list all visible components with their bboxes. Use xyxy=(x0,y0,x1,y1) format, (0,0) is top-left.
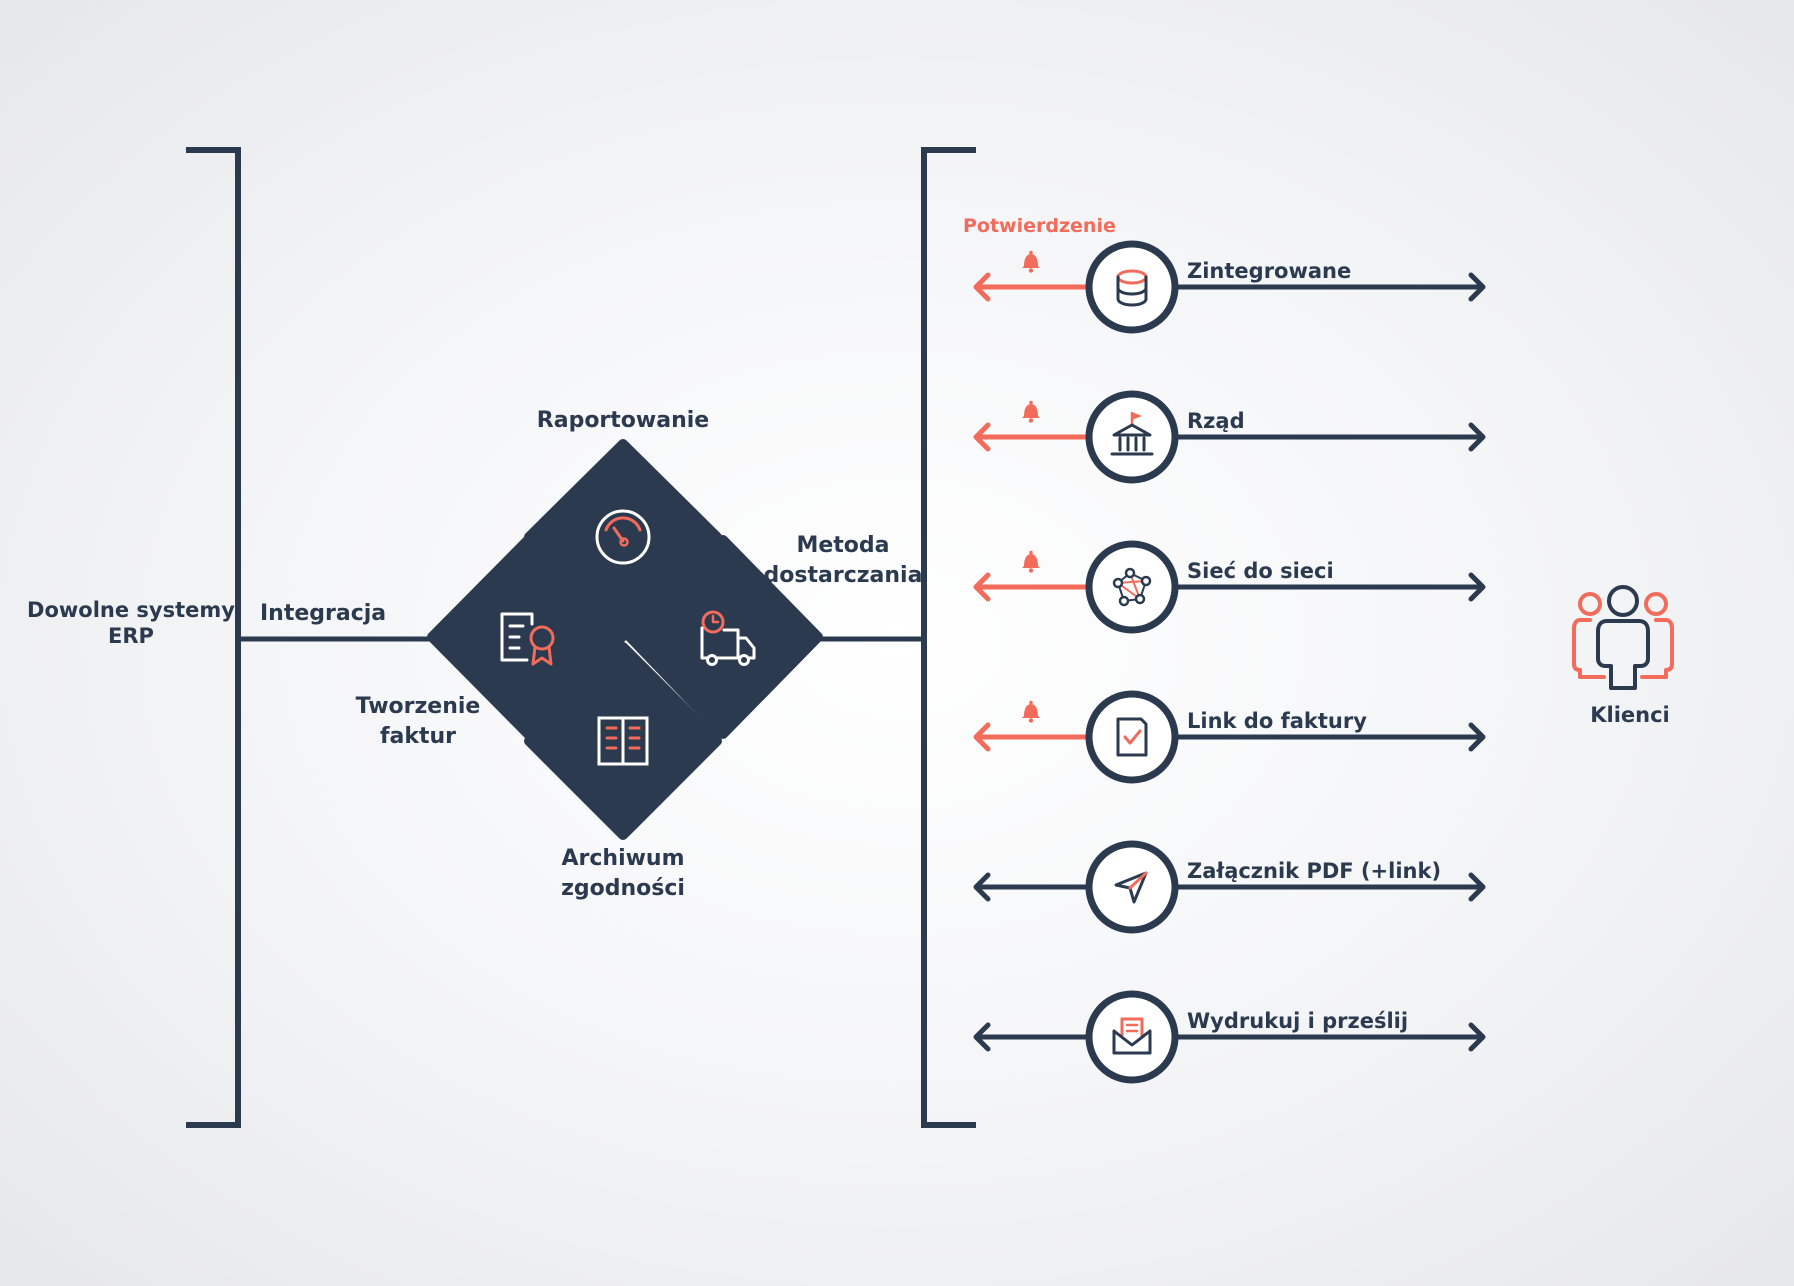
delivery-label-line2: dostarczania xyxy=(764,563,923,588)
arrow-right-icon xyxy=(1468,1022,1486,1052)
arrow-right-icon xyxy=(1468,722,1486,752)
archive-label-line1: Archiwum xyxy=(561,846,684,871)
network-icon xyxy=(1112,567,1152,607)
delivery-method-label: Załącznik PDF (+link) xyxy=(1187,859,1441,883)
delivery-method-row: Rząd xyxy=(973,390,1486,484)
delivery-method-node xyxy=(1085,840,1179,934)
delivery-method-label: Rząd xyxy=(1187,409,1245,433)
compliance-archive-diamond xyxy=(524,642,722,840)
arrow-right-icon xyxy=(1468,272,1486,302)
erp-label-line2: ERP xyxy=(108,624,154,648)
delivery-method-row: Wydrukuj i prześlij xyxy=(973,990,1486,1084)
delivery-method-node xyxy=(1085,540,1179,634)
delivery-truck-icon xyxy=(700,610,756,666)
arrow-left-icon xyxy=(973,722,991,752)
invoice-check-icon xyxy=(1116,717,1148,757)
delivery-method-label: Sieć do sieci xyxy=(1187,559,1334,583)
bell-icon xyxy=(1022,400,1040,423)
erp-label-line1: Dowolne systemy xyxy=(27,598,235,622)
integration-label: Integracja xyxy=(260,601,386,626)
confirmation-label: Potwierdzenie xyxy=(963,215,1116,237)
delivery-method-label: Zintegrowane xyxy=(1187,259,1351,283)
arrow-right-icon xyxy=(1468,572,1486,602)
database-icon xyxy=(1116,269,1148,307)
invoice-creation-label-line1: Tworzenie xyxy=(356,694,481,719)
arrow-left-icon xyxy=(973,422,991,452)
bell-icon xyxy=(1022,550,1040,573)
delivery-method-row: Zintegrowane xyxy=(973,240,1486,334)
delivery-method-diamond xyxy=(625,535,823,739)
arrow-left-icon xyxy=(973,272,991,302)
delivery-method-node xyxy=(1085,690,1179,784)
delivery-method-label: Wydrukuj i prześlij xyxy=(1187,1009,1408,1033)
arrow-left-icon xyxy=(973,872,991,902)
arrow-left-icon xyxy=(973,1022,991,1052)
delivery-method-row: Załącznik PDF (+link) xyxy=(973,840,1486,934)
delivery-label-line1: Metoda xyxy=(796,533,889,558)
invoice-creation-label-line2: faktur xyxy=(380,724,456,749)
arrow-right-icon xyxy=(1468,872,1486,902)
delivery-method-node xyxy=(1085,240,1179,334)
people-group-icon xyxy=(1572,585,1674,690)
speedometer-icon xyxy=(595,509,651,565)
delivery-method-row: Link do faktury xyxy=(973,690,1486,784)
delivery-method-label: Link do faktury xyxy=(1187,709,1367,733)
arrow-left-icon xyxy=(973,572,991,602)
government-building-icon xyxy=(1110,411,1154,456)
delivery-method-row: Sieć do sieci xyxy=(973,540,1486,634)
delivery-method-node xyxy=(1085,990,1179,1084)
archive-book-icon xyxy=(597,716,649,766)
bell-icon xyxy=(1022,250,1040,273)
left-bracket xyxy=(186,147,241,1128)
reporting-label: Raportowanie xyxy=(537,408,709,433)
right-bracket xyxy=(921,147,976,1128)
delivery-method-node xyxy=(1085,390,1179,484)
invoice-creation-diamond xyxy=(427,535,627,739)
bell-icon xyxy=(1022,700,1040,723)
arrow-right-icon xyxy=(1468,422,1486,452)
clients-label: Klienci xyxy=(1590,703,1670,727)
archive-label-line2: zgodności xyxy=(561,876,685,901)
mail-envelope-icon xyxy=(1112,1017,1152,1055)
certificate-icon xyxy=(500,612,555,666)
paper-plane-icon xyxy=(1114,871,1148,904)
